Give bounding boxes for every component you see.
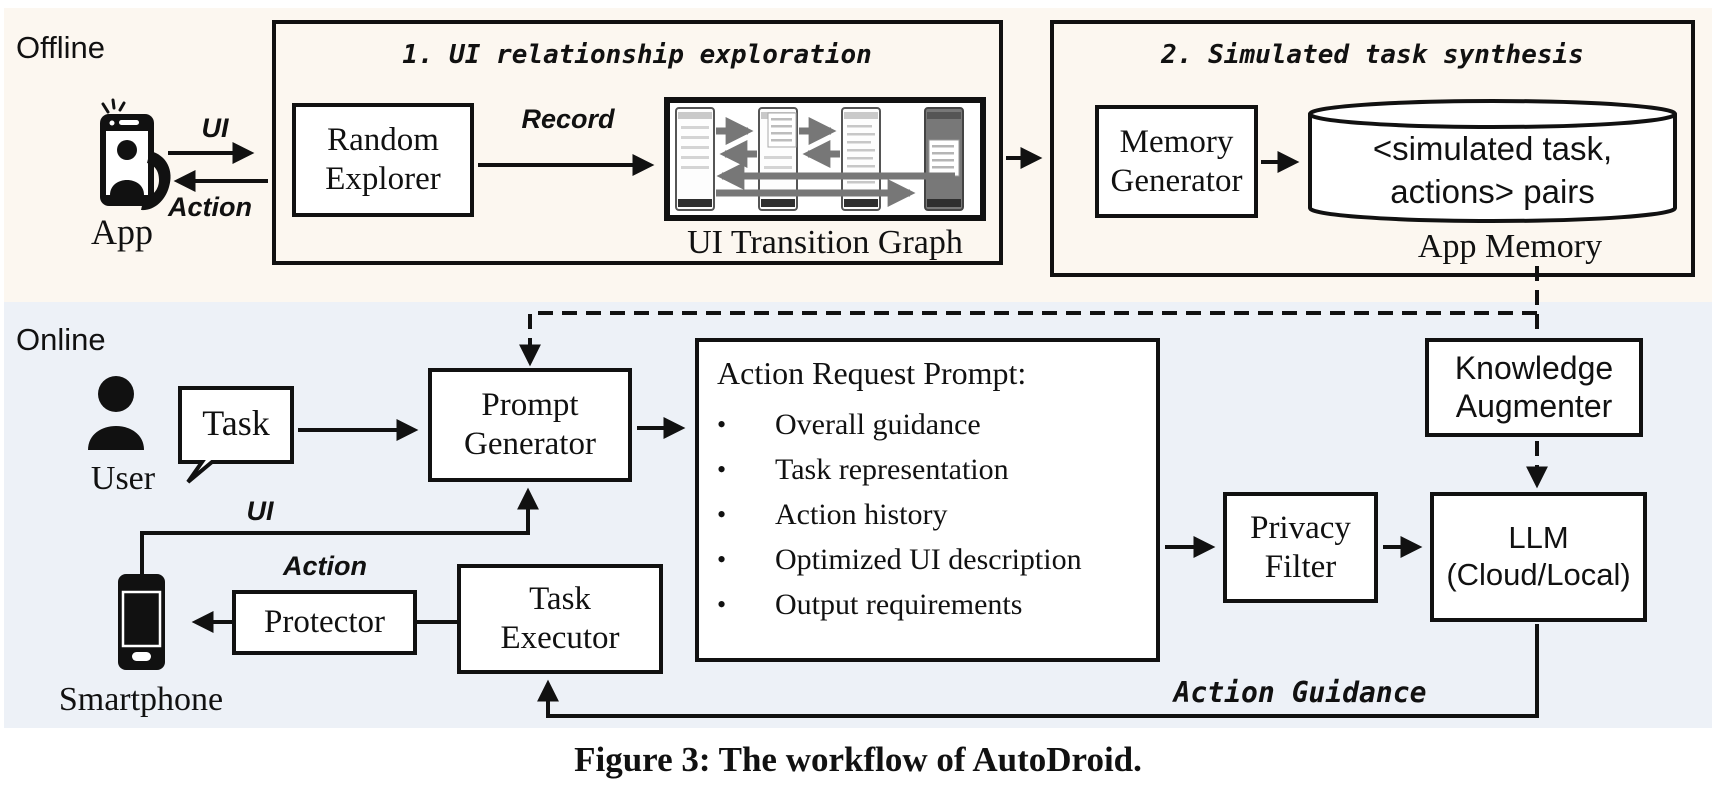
record-label: Record bbox=[521, 104, 615, 134]
app-icon bbox=[100, 98, 171, 211]
utg-phone-3 bbox=[841, 107, 881, 211]
random-explorer-box: Random Explorer bbox=[292, 103, 474, 217]
arp-item: • Overall guidance bbox=[717, 402, 1148, 447]
knowledge-augmenter-label-line2: Augmenter bbox=[1455, 387, 1613, 424]
offline-arrows bbox=[168, 142, 1300, 192]
ui-label-top: UI bbox=[201, 113, 229, 143]
bullet-icon: • bbox=[717, 544, 727, 574]
task-executor-box: Task Executor bbox=[457, 564, 663, 674]
user-label: User bbox=[90, 460, 156, 497]
llm-label-line1: LLM bbox=[1508, 520, 1569, 556]
memory-dashed-paths bbox=[519, 266, 1548, 489]
app-memory-cylinder bbox=[1308, 99, 1677, 223]
bullet-icon: • bbox=[717, 409, 727, 439]
arp-item: • Output requirements bbox=[717, 582, 1148, 627]
utg-phone-4 bbox=[924, 107, 964, 211]
app-label: App bbox=[91, 212, 153, 252]
llm-label-line2: (Cloud/Local) bbox=[1446, 557, 1631, 592]
app-memory-cylinder-text: <simulated task, actions> pairs bbox=[1320, 128, 1665, 214]
arp-title: Action Request Prompt: bbox=[717, 355, 1027, 391]
stage1-title: 1. UI relationship exploration bbox=[402, 40, 872, 70]
arp-item: • Action history bbox=[717, 492, 1148, 537]
knowledge-augmenter-label-line1: Knowledge bbox=[1454, 349, 1614, 386]
privacy-filter-label-line1: Privacy bbox=[1250, 509, 1351, 546]
protector-label: Protector bbox=[264, 604, 385, 641]
arp-item-text: Output requirements bbox=[775, 587, 1023, 621]
stage2-title: 2. Simulated task synthesis bbox=[1161, 40, 1584, 70]
prompt-generator-box: Prompt Generator bbox=[428, 368, 632, 482]
stage2-frame bbox=[1050, 20, 1695, 277]
task-executor-label-line2: Executor bbox=[500, 620, 620, 656]
stage1-frame bbox=[272, 20, 1003, 265]
llm-box: LLM (Cloud/Local) bbox=[1430, 492, 1647, 622]
utg-phone-1 bbox=[675, 107, 715, 211]
online-section-label: Online bbox=[16, 322, 106, 357]
online-arrows bbox=[140, 417, 1539, 718]
ui-transition-graph bbox=[664, 97, 986, 221]
bullet-icon: • bbox=[717, 589, 727, 619]
cylinder-text-line2: actions> pairs bbox=[1390, 172, 1595, 210]
utg-label: UI Transition Graph bbox=[687, 224, 963, 261]
arp-item-text: Task representation bbox=[775, 452, 1009, 486]
arp-item: • Task representation bbox=[717, 447, 1148, 492]
action-label-top: Action bbox=[168, 192, 252, 222]
prompt-generator-label-line1: Prompt bbox=[481, 387, 579, 424]
smartphone-icon bbox=[118, 574, 165, 670]
knowledge-augmenter-box: Knowledge Augmenter bbox=[1425, 338, 1643, 437]
random-explorer-label-line1: Random bbox=[327, 122, 439, 159]
task-bubble-shape bbox=[178, 386, 294, 484]
prompt-generator-label-line2: Generator bbox=[464, 426, 596, 462]
privacy-filter-box: Privacy Filter bbox=[1223, 492, 1378, 603]
cylinder-text-line1: <simulated task, bbox=[1372, 130, 1613, 167]
random-explorer-label-line2: Explorer bbox=[325, 161, 441, 197]
arp-item: • Optimized UI description bbox=[717, 537, 1148, 582]
bullet-icon: • bbox=[717, 454, 727, 484]
protector-box: Protector bbox=[232, 590, 417, 655]
utg-transition-arrows bbox=[716, 117, 955, 207]
task-bubble-label: Task bbox=[202, 403, 270, 443]
user-icon bbox=[88, 376, 144, 450]
smartphone-label: Smartphone bbox=[58, 681, 224, 718]
bullet-icon: • bbox=[717, 499, 727, 529]
action-request-prompt-box: Action Request Prompt: • Overall guidance… bbox=[695, 338, 1160, 662]
arp-item-text: Overall guidance bbox=[775, 407, 981, 441]
action-guidance-label: Action Guidance bbox=[1173, 676, 1427, 709]
offline-section-label: Offline bbox=[16, 30, 106, 65]
memory-generator-label-line2: Generator bbox=[1110, 162, 1243, 199]
ui-label-bottom: UI bbox=[246, 496, 274, 526]
task-executor-label-line1: Task bbox=[529, 581, 591, 618]
arp-bullet-list: • Overall guidance • Task representation •… bbox=[717, 402, 1148, 627]
action-guidance-path bbox=[537, 624, 1539, 718]
action-label-bottom: Action bbox=[283, 551, 367, 581]
ui-feedback-path bbox=[140, 487, 539, 580]
figure-caption: Figure 3: The workflow of AutoDroid. bbox=[574, 740, 1142, 779]
memory-generator-label-line1: Memory bbox=[1119, 123, 1234, 160]
arp-item-text: Action history bbox=[775, 497, 948, 531]
memory-generator-box: Memory Generator bbox=[1095, 105, 1258, 218]
app-memory-label: App Memory bbox=[1417, 228, 1603, 265]
arp-item-text: Optimized UI description bbox=[775, 542, 1082, 576]
utg-phone-2 bbox=[758, 107, 798, 211]
memory-to-promptgen-dashed bbox=[519, 311, 1537, 367]
privacy-filter-label-line2: Filter bbox=[1264, 548, 1337, 585]
